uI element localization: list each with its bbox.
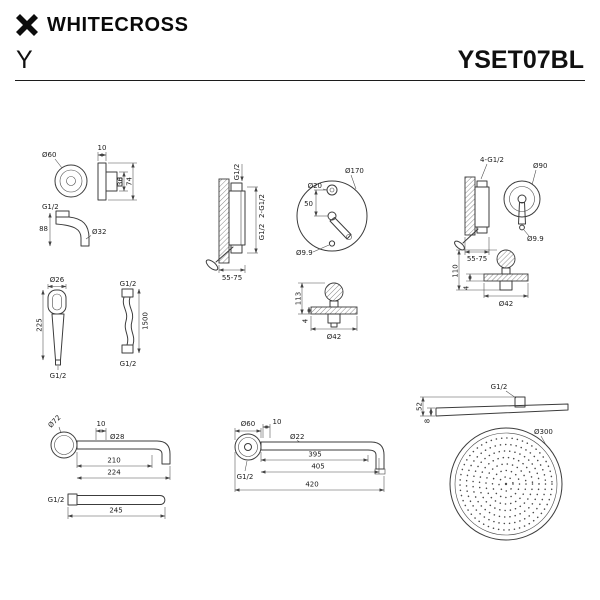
dim-mixer2-threads: 4-G1/2 [480,156,504,164]
brand-logo: WHITECROSS [14,12,189,38]
dim-arm-thread: G1/2 [237,473,254,481]
dim-mixer-thread-side: G1/2 [258,224,266,241]
dim-handshower-thread: G1/2 [50,372,67,380]
dim-mixer2-trim-d: Ø42 [499,300,513,308]
dim-head-thickness: 8 [424,419,432,423]
product-code: YSET07BL [457,46,584,74]
dim-spout-len-total: 224 [107,469,121,477]
drawing-valve-trim-center: 113 4 Ø42 [295,282,358,341]
drawing-trim-plate-large: Ø170 Ø20 50 Ø9.9 [296,167,368,257]
dim-plate-offset: 50 [304,200,313,208]
drawing-concealed-mixer-2: 4-G1/2 Ø90 Ø9.9 55-75 110 [452,156,548,308]
drawing-shower-head: G1/2 52 8 Ø300 [416,383,569,541]
dim-handshower-length: 225 [36,318,44,331]
drawing-hand-shower: Ø26 225 G1/2 [36,276,67,380]
dim-trim-d: Ø42 [327,333,341,341]
dim-elbow-total-h: 74 [126,177,134,186]
dim-elbow-thread: G1/2 [42,203,59,211]
dim-hose-length: 1500 [142,312,150,330]
dim-arm-tube-d: Ø22 [290,433,304,441]
dim-plate-knob-d: Ø20 [308,182,322,190]
dim-mixer2-install-depth: 55-75 [467,255,487,263]
whitecross-x-icon [16,14,38,36]
dim-arm-flange-d: Ø60 [241,420,255,428]
dim-spout-tube-d: Ø28 [110,433,124,441]
dim-trim-thickness: 4 [302,318,310,323]
dim-spout-depth: 10 [97,420,106,428]
subheader: Y YSET07BL [16,46,584,75]
dim-spout-len-bend: 210 [107,457,120,465]
drawing-wall-elbow: Ø60 10 36 74 G1/2 88 Ø32 [39,144,137,247]
dim-mixer2-hole-d: Ø9.9 [527,235,544,243]
dim-plate-d: Ø170 [345,167,364,175]
dim-head-height: 52 [416,402,424,411]
dim-mixer2-plate-d: Ø90 [533,162,547,170]
dim-arm-len-mid: 405 [311,463,324,471]
dim-plate-hole-d: Ø9.9 [296,249,313,257]
dim-elbow-flange-d: Ø60 [42,151,56,159]
dim-hose-thread-bottom: G1/2 [120,360,137,368]
drawing-wall-spout: Ø72 10 Ø28 210 224 G1/2 245 [47,414,171,519]
dim-arm-len-bend: 395 [308,451,321,459]
brand-name: WHITECROSS [47,13,189,36]
dim-handshower-d: Ø26 [50,276,65,284]
dim-mixer-thread-top: G1/2 [233,164,241,181]
dim-arm-depth: 10 [273,418,282,426]
dim-mixer2-height: 110 [452,264,460,277]
dim-mixer-install-depth: 55-75 [222,274,242,282]
dim-head-thread: G1/2 [491,383,508,391]
dim-elbow-step-h: 36 [117,177,125,186]
dim-head-d: Ø300 [534,428,553,436]
dim-mixer2-thickness: 4 [463,285,471,290]
dim-mixer-threads-side: 2-G1/2 [258,194,266,218]
drawing-shower-hose: G1/2 1500 G1/2 [120,280,150,368]
dim-spout-thread: G1/2 [48,496,65,504]
drawing-shower-arm: Ø60 10 Ø22 395 405 G1/2 420 [234,418,386,492]
divider-line [15,80,585,81]
dim-elbow-outlet-d: Ø32 [92,228,106,236]
dim-trim-height: 113 [295,292,303,305]
dim-spout-flange-d: Ø72 [47,414,63,430]
drawing-concealed-mixer: G1/2 2-G1/2 G1/2 55-75 [205,164,266,282]
dim-spout-len-lower: 245 [109,507,122,515]
dim-arm-len-total: 420 [305,481,318,489]
series-label: Y [16,46,33,74]
dim-elbow-depth: 10 [98,144,107,152]
dim-elbow-height: 88 [39,225,48,233]
dim-hose-thread-top: G1/2 [120,280,137,288]
